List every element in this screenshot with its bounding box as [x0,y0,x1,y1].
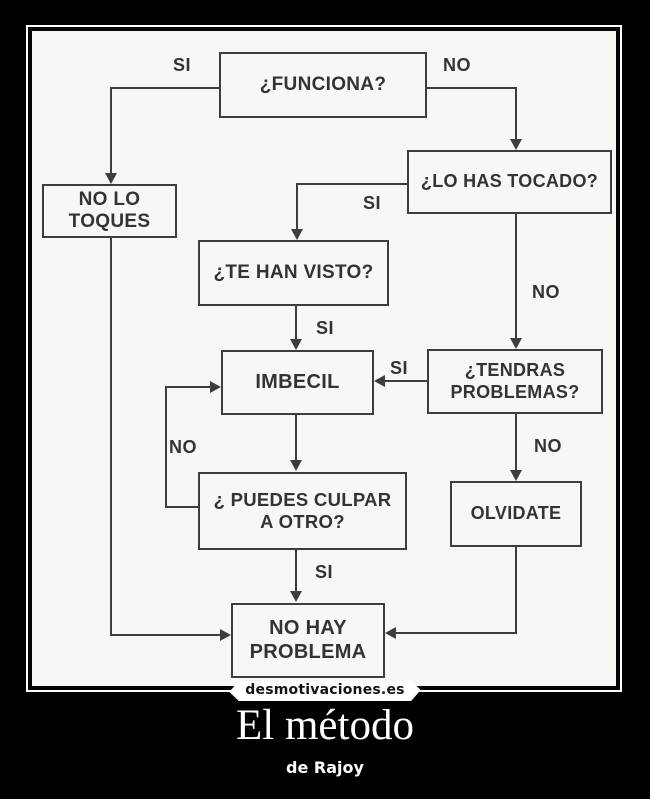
node-puedes-culpar: ¿ PUEDES CULPAR A OTRO? [198,472,407,550]
connector-line [383,380,427,382]
node-lo-has-tocado: ¿LO HAS TOCADO? [407,150,612,214]
flowchart-image: ¿FUNCIONA? NO LO TOQUES ¿LO HAS TOCADO? … [32,31,616,686]
connector-line [110,87,112,175]
arrow-down-icon [290,339,302,350]
arrow-down-icon [105,173,117,184]
node-funciona: ¿FUNCIONA? [219,52,427,118]
arrow-left-icon [374,375,385,387]
connector-line [295,550,297,593]
connector-line [427,87,516,89]
connector-line [296,183,298,231]
node-imbecil: IMBECIL [221,350,374,415]
node-no-hay-problema: NO HAY PROBLEMA [231,603,385,678]
connector-line [165,386,167,508]
connector-line [515,87,517,141]
arrow-down-icon [510,338,522,349]
poster-subtitle: de Rajoy [286,758,364,778]
caption: El método de Rajoy [0,702,650,777]
connector-line [295,415,297,462]
connector-line [295,306,297,341]
arrow-down-icon [291,229,303,240]
arrow-right-icon [210,381,221,393]
arrow-down-icon [290,460,302,471]
edge-label-no: NO [169,437,197,457]
edge-label-si: SI [389,358,408,378]
node-te-han-visto: ¿TE HAN VISTO? [198,240,389,306]
edge-label-no: NO [534,436,562,456]
image-frame: ¿FUNCIONA? NO LO TOQUES ¿LO HAS TOCADO? … [26,25,622,692]
arrow-right-icon [220,629,231,641]
edge-label-si: SI [362,193,381,213]
node-no-lo-toques: NO LO TOQUES [42,184,177,238]
edge-label-si: SI [315,318,334,338]
node-tendras-problemas: ¿TENDRAS PROBLEMAS? [427,349,603,414]
connector-line [165,506,198,508]
connector-line [110,87,219,89]
edge-label-si: SI [172,55,191,75]
connector-line [515,414,517,472]
connector-line [110,634,221,636]
connector-line [515,547,517,634]
edge-label-si: SI [314,562,333,582]
arrow-down-icon [510,139,522,150]
edge-label-no: NO [532,282,560,302]
connector-line [395,632,517,634]
edge-label-no: NO [443,55,471,75]
connector-line [165,386,211,388]
watermark-ribbon: desmotivaciones.es [229,681,421,701]
connector-line [110,238,112,636]
poster-title: El método [236,702,414,749]
node-olvidate: OLVIDATE [450,481,582,547]
arrow-left-icon [385,627,396,639]
arrow-down-icon [510,470,522,481]
connector-line [515,214,517,340]
connector-line [296,183,407,185]
arrow-down-icon [290,591,302,602]
